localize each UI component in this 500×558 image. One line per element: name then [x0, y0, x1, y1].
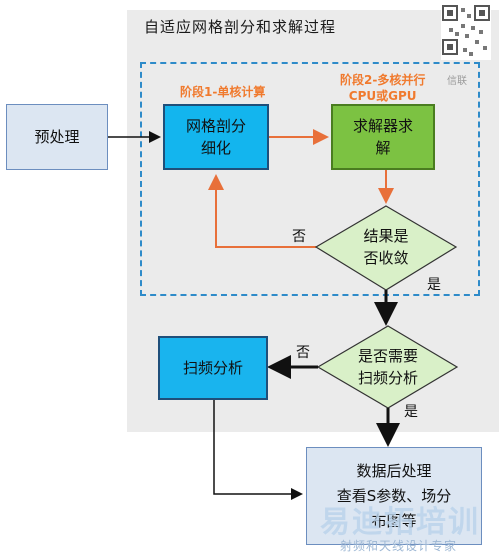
solver-node: 求解器求 解: [331, 104, 435, 170]
mesh-label-line1: 网格剖分: [185, 117, 246, 135]
iteration-loop-region: [140, 62, 480, 296]
sweep-label: 扫频分析: [182, 359, 243, 377]
sweep-q-label-line2: 扫频分析: [357, 369, 418, 387]
watermark-cn: 易迪拓培训: [320, 505, 480, 540]
stage2-label-line1: 阶段2-多核并行: [340, 73, 426, 87]
sweep-analysis-node: 扫频分析: [158, 336, 268, 400]
stage2-label-line2: CPU或GPU: [348, 89, 417, 103]
converge-no-label: 否: [292, 229, 306, 245]
edge-converge-no-to-mesh: [208, 174, 316, 248]
sweep-question-label: 是否需要 扫频分析: [328, 345, 448, 389]
postprocess-node: 数据后处理 查看S参数、场分 布图等: [306, 447, 482, 545]
preprocess-node: 预处理: [6, 104, 108, 170]
qr-code-icon: [441, 4, 491, 60]
solver-label-line1: 求解器求: [352, 117, 413, 135]
converge-label: 结果是 否收敛: [326, 225, 446, 269]
sweep-q-label-line1: 是否需要: [357, 347, 418, 365]
mesh-refine-node: 网格剖分 细化: [163, 104, 269, 170]
mesh-label-line2: 细化: [200, 139, 231, 157]
diagram-title: 自适应网格剖分和求解过程: [144, 18, 337, 36]
post-label-line2: 查看S参数、场分: [336, 486, 452, 505]
converge-label-line2: 否收敛: [363, 249, 409, 267]
post-label-line3: 布图等: [371, 511, 417, 530]
watermark-en: 射频和天线设计专家: [340, 539, 458, 553]
converge-label-line1: 结果是: [363, 227, 409, 245]
preprocess-label: 预处理: [34, 128, 80, 146]
sweep-no-label: 否: [296, 345, 310, 361]
edge-sweep-to-post: [213, 400, 303, 500]
brand-watermark: 信联: [447, 76, 467, 87]
stage1-label: 阶段1-单核计算: [180, 85, 266, 99]
converge-yes-label: 是: [427, 277, 441, 293]
post-label-line1: 数据后处理: [356, 461, 432, 480]
sweep-yes-label: 是: [404, 404, 418, 420]
solver-label-line2: 解: [375, 139, 391, 157]
stage2-label: 阶段2-多核并行 CPU或GPU: [340, 72, 425, 104]
